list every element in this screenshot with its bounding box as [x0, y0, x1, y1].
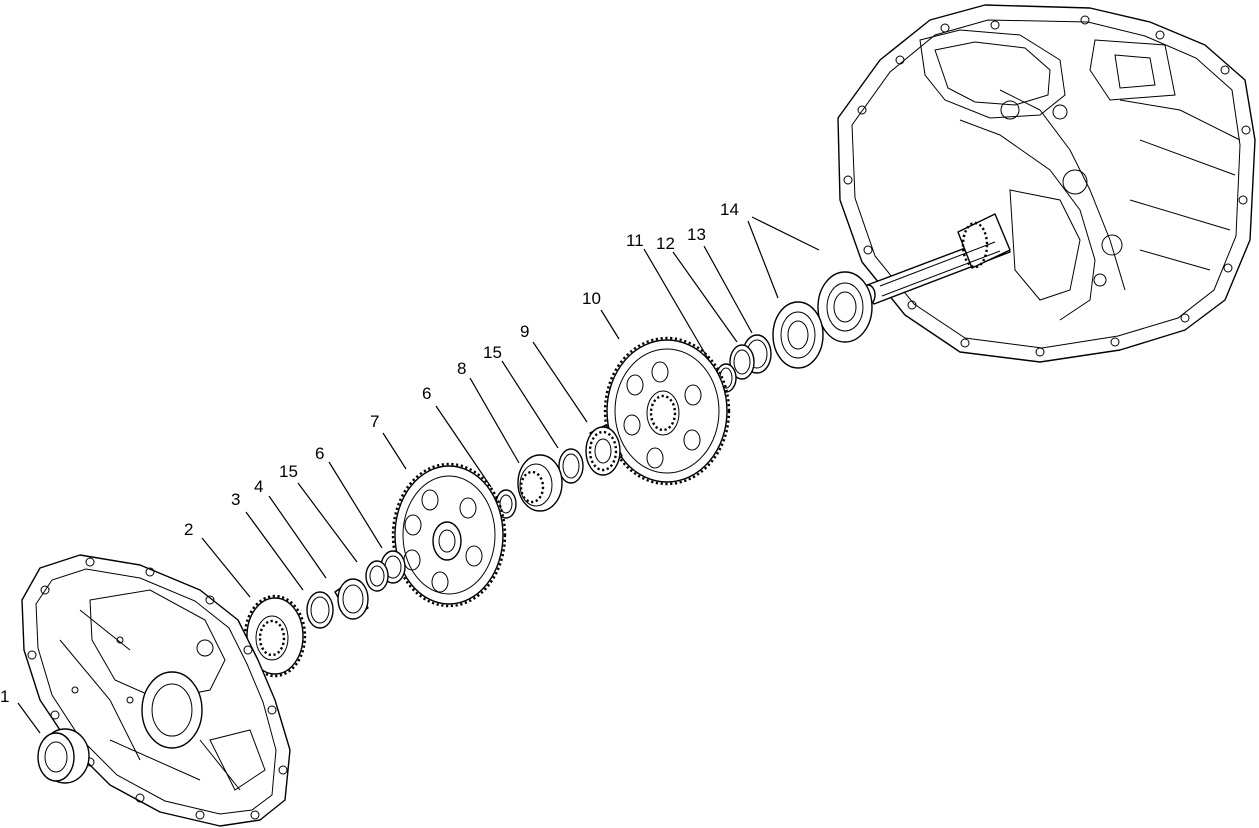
- needle-bearing-9: [585, 424, 623, 476]
- sleeve-4: [334, 578, 369, 620]
- gear-7: [391, 462, 507, 608]
- callout-11: 11: [626, 231, 644, 250]
- callout-13: 13: [687, 225, 706, 244]
- leader-15-upper: [501, 360, 559, 449]
- bearing-1: [37, 728, 90, 784]
- front-cover: [21, 554, 291, 827]
- leader-9: [532, 341, 588, 423]
- leader-13: [703, 245, 753, 334]
- callout-8: 8: [457, 359, 466, 378]
- callout-7: 7: [370, 412, 379, 431]
- leader-6-lower: [328, 461, 383, 549]
- leader-10: [600, 309, 620, 340]
- leader-14-b: [751, 216, 820, 251]
- callout-4: 4: [254, 477, 263, 496]
- leader-7: [382, 432, 407, 470]
- callout-2: 2: [184, 520, 193, 539]
- bearing-14-a: [772, 301, 824, 369]
- leader-15-lower: [297, 482, 358, 563]
- snap-ring-15-upper: [558, 448, 584, 484]
- leader-2: [201, 537, 251, 598]
- leader-4: [268, 495, 327, 579]
- callout-10: 10: [582, 289, 601, 308]
- bearing-14-b: [817, 271, 873, 343]
- callout-9: 9: [520, 322, 529, 341]
- output-shaft: [860, 213, 1011, 306]
- callout-1: 1: [0, 687, 9, 706]
- gear-2: [243, 594, 307, 678]
- callout-3: 3: [231, 490, 240, 509]
- leader-14-a: [747, 220, 779, 299]
- callout-12: 12: [656, 234, 675, 253]
- callout-15-lower: 15: [279, 462, 298, 481]
- snap-ring-15-lower: [365, 560, 389, 592]
- leader-3: [245, 511, 304, 591]
- gear-10: [603, 336, 731, 486]
- snap-ring-12: [729, 344, 755, 380]
- leader-1: [17, 702, 41, 734]
- callout-6-upper: 6: [422, 384, 431, 403]
- callout-labels: 1 2 3 4 15 6 7 6 8 15 9 10 11 12 13 14: [0, 200, 739, 706]
- leader-6-upper: [435, 405, 492, 488]
- leader-11: [643, 248, 711, 363]
- callout-6-lower: 6: [315, 444, 324, 463]
- bearing-8: [517, 454, 563, 512]
- ring-3: [306, 591, 334, 629]
- callout-14: 14: [720, 200, 739, 219]
- leader-lines: [17, 216, 820, 734]
- leader-12: [672, 251, 738, 343]
- transmission-housing: [837, 4, 1256, 363]
- leader-8: [469, 377, 520, 464]
- callout-15-upper: 15: [483, 343, 502, 362]
